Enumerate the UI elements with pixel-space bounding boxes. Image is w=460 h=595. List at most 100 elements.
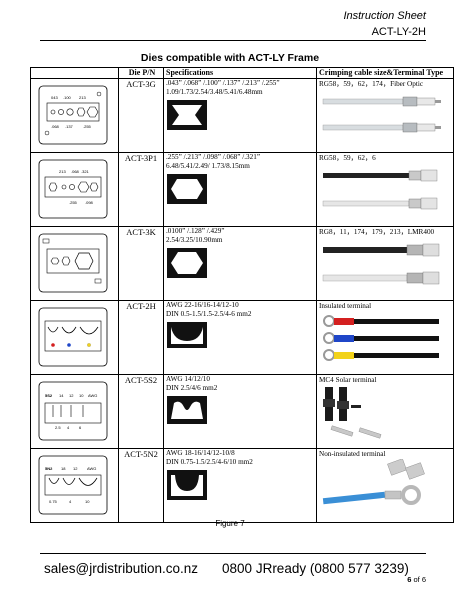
- page-total: of 6: [413, 575, 426, 584]
- die-mark: 12: [69, 393, 74, 398]
- die-image-cell: [30, 300, 119, 375]
- die-face-image: 043 .100 213 .068 .137 .255: [38, 85, 108, 145]
- footer-phone[interactable]: 0800 JRready (0800 577 3239): [222, 561, 409, 576]
- die-face-image: [38, 307, 108, 367]
- spec-line: DIN 2.5/4/6 mm2: [166, 384, 218, 392]
- die-mark: 10: [85, 499, 90, 504]
- die-mark: 0.75: [49, 499, 58, 504]
- table-row: 043 .100 213 .068 .137 .255 ACT-3G .043”…: [30, 78, 454, 153]
- die-image-cell: [30, 226, 119, 301]
- crimp-type: RG8，11，174，179，213，LMR400: [319, 228, 435, 236]
- table-row: 5N2 18 12 AWG 0.75 4 10 ACT-5N2 AWG 18-1…: [30, 448, 454, 523]
- crimp-type: MC4 Solar terminal: [319, 376, 377, 384]
- die-mark: 18: [61, 466, 66, 471]
- footer-email[interactable]: sales@jrdistribution.co.nz: [44, 561, 199, 576]
- coax-cable-image: [322, 169, 438, 210]
- header-divider: [40, 40, 426, 41]
- die-mark: 213: [59, 169, 66, 174]
- spec-line: AWG 18-16/14/12-10/8: [166, 449, 235, 457]
- die-mark: .255: [83, 124, 92, 129]
- spec-line: .255” /.213” /.098” /.068” /.321”: [166, 153, 261, 161]
- figure-caption: Figure 7: [215, 519, 245, 528]
- die-mark: .100: [63, 95, 72, 100]
- die-pn: ACT-3K: [118, 226, 164, 301]
- die-mark: 043: [51, 95, 58, 100]
- crimp-type: Non-insulated terminal: [319, 450, 386, 458]
- column-header-image: [30, 67, 119, 79]
- die-mark: AWG: [87, 466, 96, 471]
- spec-cell: AWG 18-16/14/12-10/8 DIN 0.75-1.5/2.5/4-…: [163, 448, 317, 523]
- crimp-cell: MC4 Solar terminal: [316, 374, 454, 449]
- die-mark: 4: [67, 425, 70, 430]
- spec-line: .043” /.068” /.100” /.137” /.213” /.255”: [166, 79, 280, 87]
- crimp-type: RG58，59，62，6: [319, 154, 376, 162]
- insulated-terminal-image: [323, 315, 439, 361]
- die-mark: 5N2: [45, 466, 53, 471]
- crimp-cell: Insulated terminal: [316, 300, 454, 375]
- coax-cable-image: [322, 243, 440, 285]
- page-current: 6: [407, 575, 412, 584]
- table-row: 213 .068 .321 .255 .098 ACT-3P1 .255” /.…: [30, 152, 454, 227]
- column-header-die-pn: Die P/N: [118, 67, 164, 79]
- spec-line: DIN 0.75-1.5/2.5/4-6/10 mm2: [166, 458, 253, 466]
- table-row: ACT-2H AWG 22-16/16-14/12-10 DIN 0.5-1.5…: [30, 300, 454, 375]
- spec-line: 1.09/1.73/2.54/3.48/5.41/6.48mm: [166, 88, 263, 96]
- die-image-cell: 5N2 18 12 AWG 0.75 4 10: [30, 448, 119, 523]
- column-header-specifications: Specifications: [163, 67, 317, 79]
- spec-line: DIN 0.5-1.5/1.5-2.5/4-6 mm2: [166, 310, 252, 318]
- column-header-crimping: Crimping cable size&Terminal Type: [316, 67, 454, 79]
- die-pn: ACT-5S2: [118, 374, 164, 449]
- footer-contact: sales@jrdistribution.co.nz 0800 JRready (…: [44, 561, 409, 576]
- crimp-profile-image: [167, 396, 207, 424]
- die-mark: 213: [79, 95, 86, 100]
- spec-cell: AWG 22-16/16-14/12-10 DIN 0.5-1.5/1.5-2.…: [163, 300, 317, 375]
- coax-cable-image: [322, 96, 441, 133]
- spec-line: .0100” /.128” /.429”: [166, 227, 225, 235]
- table-row: 5S2 14 12 10 AWG 2.5 4 6 ACT-5S2 AWG 14/…: [30, 374, 454, 449]
- mc4-connector-image: [323, 387, 382, 439]
- spec-line: AWG 14/12/10: [166, 375, 210, 383]
- die-mark: .098: [85, 200, 94, 205]
- header-title: Instruction Sheet: [343, 10, 426, 22]
- document-title: Dies compatible with ACT-LY Frame: [140, 52, 320, 64]
- die-mark: 2.5: [55, 425, 61, 430]
- die-image-cell: 043 .100 213 .068 .137 .255: [30, 78, 119, 153]
- dies-table: Die P/N Specifications Crimping cable si…: [30, 67, 454, 523]
- die-mark: .137: [65, 124, 74, 129]
- header-model: ACT-LY-2H: [371, 26, 426, 38]
- die-mark: .068: [51, 124, 60, 129]
- crimp-cell: RG8，11，174，179，213，LMR400: [316, 226, 454, 301]
- die-face-image: 5S2 14 12 10 AWG 2.5 4 6: [38, 381, 108, 441]
- die-pn: ACT-3G: [118, 78, 164, 153]
- crimp-type: Insulated terminal: [319, 302, 372, 310]
- die-mark: 10: [79, 393, 84, 398]
- table-header-row: Die P/N Specifications Crimping cable si…: [30, 67, 454, 79]
- die-mark: AWG: [88, 393, 97, 398]
- die-mark: 14: [59, 393, 64, 398]
- spec-cell: AWG 14/12/10 DIN 2.5/4/6 mm2: [163, 374, 317, 449]
- crimp-cell: Non-insulated terminal: [316, 448, 454, 523]
- die-mark: .068: [71, 169, 80, 174]
- die-mark: 12: [73, 466, 78, 471]
- crimp-cell: RG58，59，62，6: [316, 152, 454, 227]
- spec-cell: .043” /.068” /.100” /.137” /.213” /.255”…: [163, 78, 317, 153]
- die-pn: ACT-5N2: [118, 448, 164, 523]
- crimp-profile-image: [167, 174, 207, 204]
- table-row: ACT-3K .0100” /.128” /.429” 2.54/3.25/10…: [30, 226, 454, 301]
- die-mark: 5S2: [45, 393, 53, 398]
- crimp-type: RG58，59，62，174，Fiber Optic: [319, 80, 424, 88]
- die-face-image: 5N2 18 12 AWG 0.75 4 10: [38, 455, 108, 515]
- crimp-cell: RG58，59，62，174，Fiber Optic: [316, 78, 454, 153]
- die-image-cell: 213 .068 .321 .255 .098: [30, 152, 119, 227]
- spec-cell: .255” /.213” /.098” /.068” /.321” 6.48/5…: [163, 152, 317, 227]
- die-mark: 6: [79, 425, 82, 430]
- spec-line: 6.48/5.41/2.49/ 1.73/8.15mm: [166, 162, 250, 170]
- spec-line: 2.54/3.25/10.90mm: [166, 236, 223, 244]
- footer-divider: [40, 553, 426, 554]
- die-mark: .321: [81, 169, 90, 174]
- ring-terminal-image: [322, 459, 425, 505]
- page-number: 6 of 6: [407, 575, 426, 584]
- spec-cell: .0100” /.128” /.429” 2.54/3.25/10.90mm: [163, 226, 317, 301]
- die-pn: ACT-2H: [118, 300, 164, 375]
- crimp-profile-image: [167, 248, 207, 278]
